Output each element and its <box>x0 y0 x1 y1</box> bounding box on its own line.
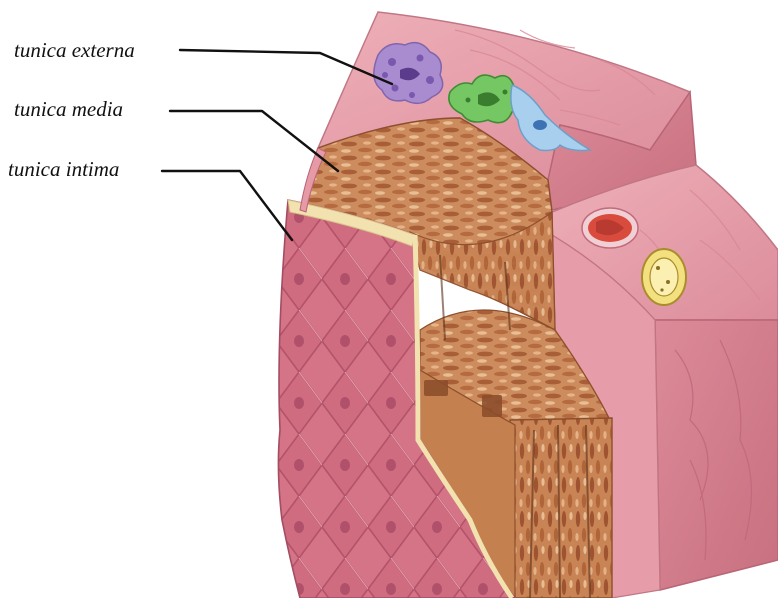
label-tunica-media: tunica media <box>14 97 123 122</box>
externa-front-face <box>655 320 778 590</box>
leader-line-intima <box>162 171 292 240</box>
vasa-vasorum-icon <box>582 208 638 248</box>
nerve-icon <box>642 249 686 305</box>
media-front-face <box>510 418 612 598</box>
label-tunica-intima: tunica intima <box>8 157 119 182</box>
label-tunica-externa: tunica externa <box>14 38 135 63</box>
